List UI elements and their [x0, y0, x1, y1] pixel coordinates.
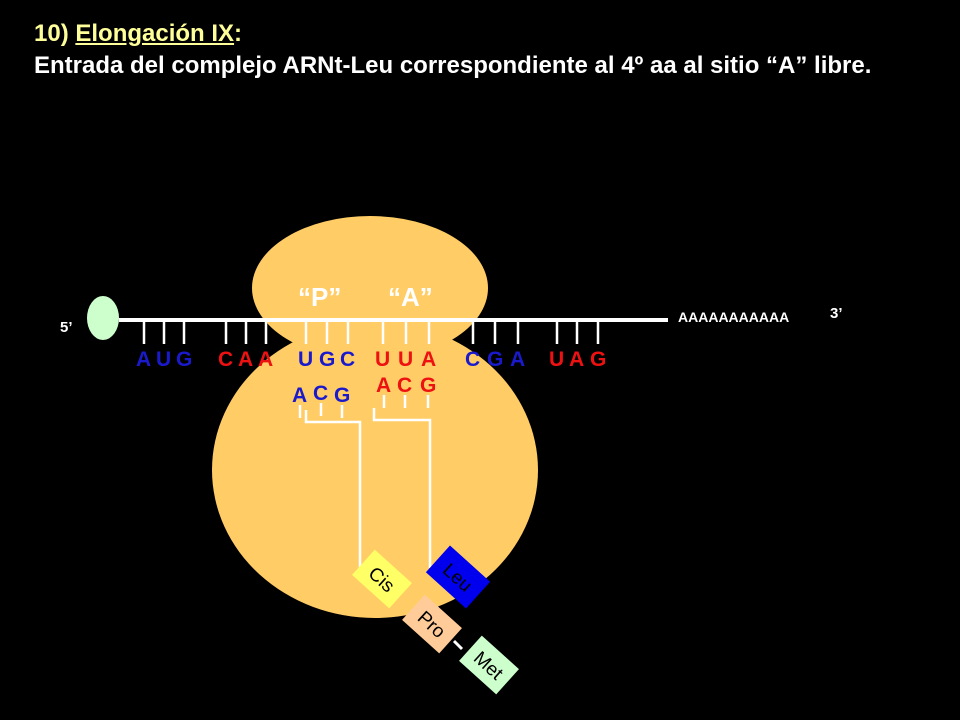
amino-acid-box [402, 594, 462, 654]
codon-nucleotide: A [258, 348, 273, 371]
trna-leu-stem [372, 408, 432, 568]
step-name: Elongación IX [75, 20, 235, 47]
codon-nucleotide: U [156, 348, 171, 371]
title-colon: : [234, 20, 243, 47]
five-prime-label: 5’ [60, 319, 73, 336]
trna-cis-stem [304, 410, 362, 575]
codon-nucleotide: U [549, 348, 564, 371]
amino-acid-cis: Cis [352, 549, 412, 609]
anticodon-nucleotide: G [420, 374, 436, 397]
anticodon-nucleotide: A [292, 384, 307, 407]
codon-nucleotide: A [421, 348, 436, 371]
ribosome-large-subunit [212, 322, 538, 618]
amino-acid-box [352, 549, 412, 609]
codon-nucleotide: G [590, 348, 606, 371]
codon-nucleotide: U [398, 348, 413, 371]
codon-nucleotide: C [340, 348, 355, 371]
codon-nucleotide: A [510, 348, 525, 371]
amino-acid-met: Met [459, 635, 519, 695]
three-prime-label: 3’ [830, 305, 843, 322]
codon-nucleotide: C [218, 348, 233, 371]
peptide-bond-pro-met [452, 639, 464, 651]
step-number: 10) [34, 20, 69, 47]
codon-nucleotide: U [298, 348, 313, 371]
codon-nucleotide: A [136, 348, 151, 371]
amino-acid-leu: Leu [425, 545, 491, 609]
codon-nucleotide: G [487, 348, 503, 371]
codon-nucleotide: C [465, 348, 480, 371]
amino-acid-box [425, 545, 491, 609]
amino-acid-box [459, 635, 519, 695]
slide-title: 10) Elongación IX: Entrada del complejo … [34, 18, 871, 82]
ribosome-small-subunit [252, 216, 488, 360]
codon-nucleotide: A [238, 348, 253, 371]
codon-nucleotide: G [176, 348, 192, 371]
anticodon-nucleotide: C [313, 382, 328, 405]
codon-nucleotide: A [569, 348, 584, 371]
anticodon-nucleotide: A [376, 374, 391, 397]
poly-a-tail: AAAAAAAAAAA [678, 309, 789, 325]
a-site-label: “A” [388, 282, 433, 312]
codon-nucleotide: U [375, 348, 390, 371]
codon-nucleotide: G [319, 348, 335, 371]
anticodon-nucleotide: C [397, 374, 412, 397]
anticodon-nucleotide: G [334, 384, 350, 407]
five-prime-cap [87, 296, 119, 340]
amino-acid-pro: Pro [402, 594, 462, 654]
slide-subtitle: Entrada del complejo ARNt-Leu correspond… [34, 52, 872, 79]
p-site-label: “P” [298, 282, 341, 312]
